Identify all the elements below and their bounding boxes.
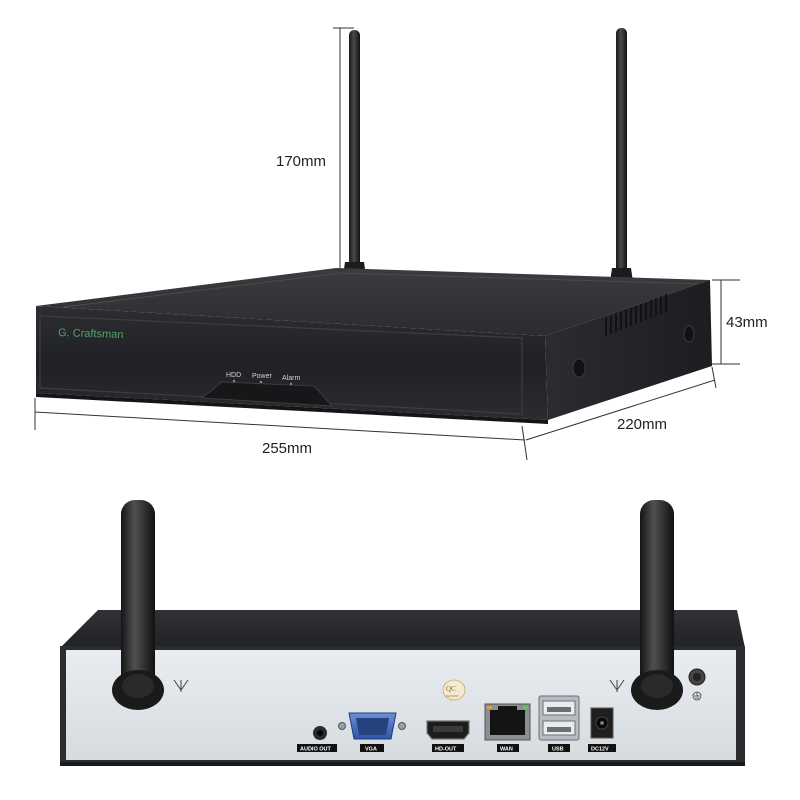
- antenna-right: [610, 28, 633, 282]
- nvr-rear-view: QC PASSED: [60, 500, 745, 766]
- screw-icon: [683, 325, 695, 343]
- ground-icon: [692, 691, 702, 701]
- port-label-wan: WAN: [497, 744, 519, 753]
- svg-text:DC12V: DC12V: [591, 747, 609, 753]
- port-label-audio-out: AUDIO OUT: [297, 744, 337, 753]
- side-vents: [605, 294, 667, 336]
- antenna-left: [343, 30, 366, 276]
- dc12v-power-port: [590, 707, 614, 739]
- port-label-dc12v: DC12V: [588, 744, 616, 753]
- dimension-width: 220mm: [617, 416, 667, 433]
- led-indicator: [232, 379, 236, 383]
- port-label-vga: VGA: [360, 744, 384, 753]
- rear-panel-plate: [66, 650, 736, 760]
- port-label-hd-out: HD-OUT: [432, 744, 464, 753]
- chassis-side: [545, 280, 712, 420]
- led-indicator: [289, 382, 293, 386]
- led-panel: [200, 381, 334, 407]
- led-label-alarm: Alarm: [282, 375, 300, 382]
- antenna-left-rear: [112, 500, 164, 710]
- antenna-icon: [173, 679, 189, 692]
- led-label-hdd: HDD: [226, 372, 241, 379]
- dimension-depth: 43mm: [726, 314, 768, 331]
- dimension-lines: [34, 27, 740, 461]
- rear-chassis-top: [60, 610, 745, 648]
- nvr-front-view: G. Craftsman HDD Power Alarm: [36, 28, 712, 424]
- led-label-power: Power: [252, 373, 273, 380]
- chassis-top: [36, 268, 710, 336]
- antenna-icon: [609, 679, 625, 692]
- led-indicator: [259, 380, 263, 384]
- screw-icon: [572, 358, 586, 378]
- qc-mark: QC: [446, 685, 456, 693]
- hdmi-port: [426, 720, 470, 740]
- svg-text:AUDIO OUT: AUDIO OUT: [300, 747, 332, 753]
- dimension-antenna-height: 170mm: [276, 153, 326, 170]
- svg-text:VGA: VGA: [365, 747, 377, 753]
- chassis-front: [36, 306, 548, 420]
- vga-port: [338, 712, 406, 740]
- svg-text:USB: USB: [552, 747, 564, 753]
- svg-text:HD-OUT: HD-OUT: [435, 747, 457, 753]
- qc-sub-mark: PASSED: [446, 694, 459, 698]
- svg-text:WAN: WAN: [500, 747, 513, 753]
- audio-out-port: [313, 726, 327, 740]
- port-label-usb: USB: [548, 744, 570, 753]
- brand-logo: G. Craftsman: [58, 327, 124, 341]
- wan-ethernet-port: [484, 703, 531, 741]
- antenna-right-rear: [631, 500, 683, 710]
- qc-sticker: QC PASSED: [442, 679, 466, 701]
- usb-port: [538, 695, 580, 741]
- dimension-length: 255mm: [262, 440, 312, 457]
